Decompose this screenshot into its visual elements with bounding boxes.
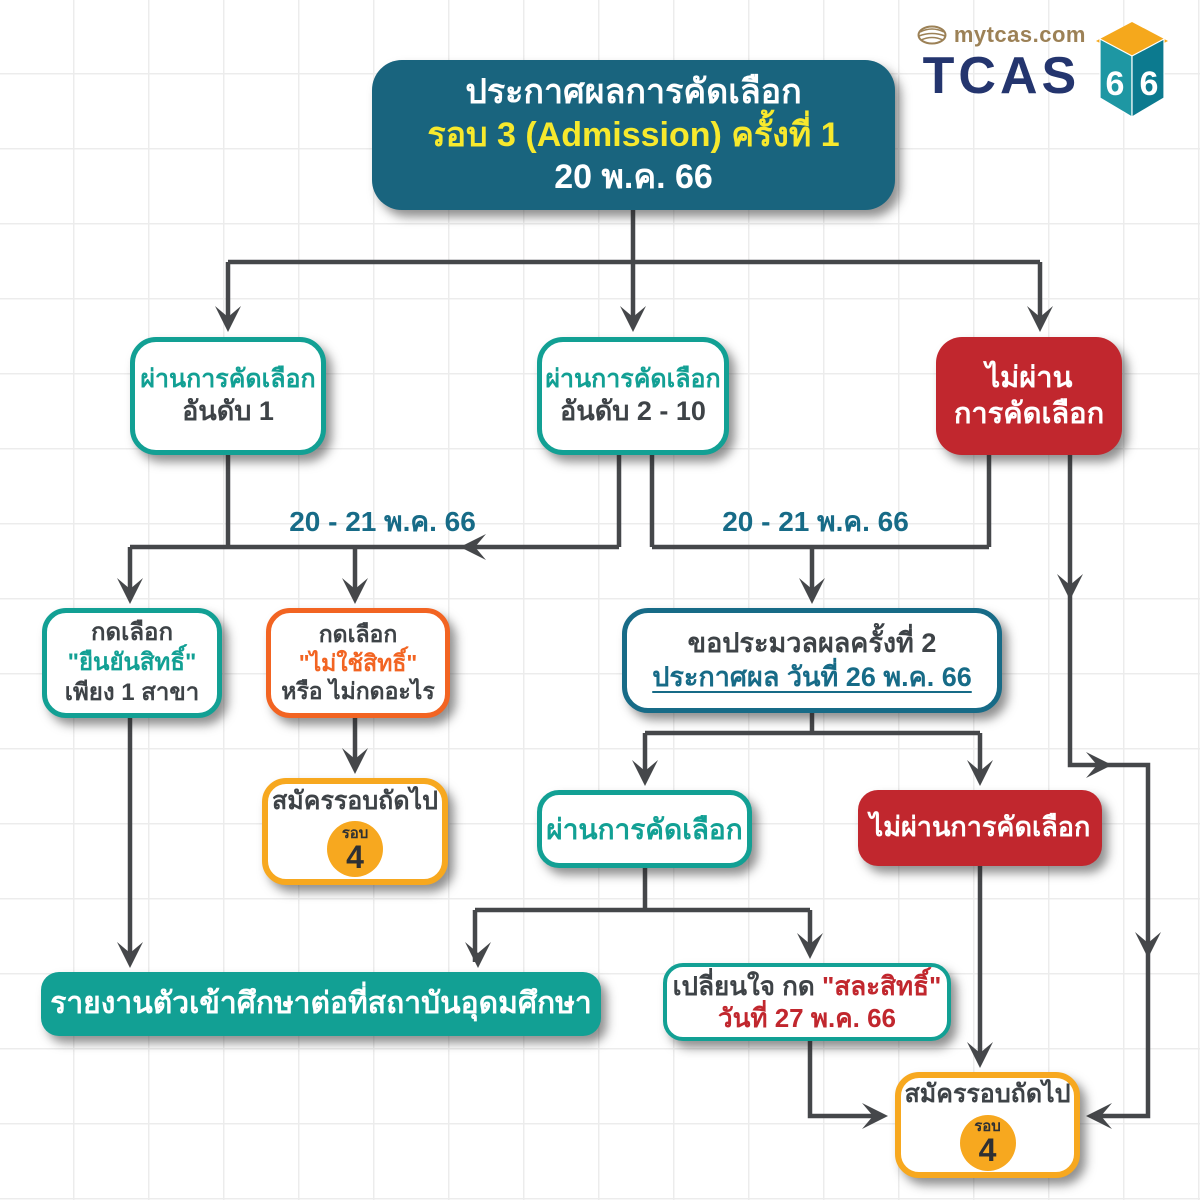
mytcas-site-label: mytcas.com — [953, 22, 1086, 47]
node-pass-round2: ผ่านการคัดเลือก — [537, 790, 752, 868]
pass-round2-label: ผ่านการคัดเลือก — [546, 813, 743, 845]
confirm-line3: เพียง 1 สาขา — [64, 679, 200, 706]
not-pass-round2-label: ไม่ผ่านการคัดเลือก — [869, 812, 1091, 843]
confirm-line2: "ยืนยันสิทธิ์" — [67, 649, 197, 676]
apply-next-round-1-label: สมัครรอบถัดไป — [271, 786, 438, 815]
change-mind-line2: วันที่ 27 พ.ค. 66 — [717, 1003, 896, 1033]
apply-next-round-2-label: สมัครรอบถัดไป — [904, 1080, 1071, 1109]
pass-rank1-line1: ผ่านการคัดเลือก — [140, 364, 316, 393]
confirm-line1: กดเลือก — [91, 619, 173, 646]
title-node: ประกาศผลการคัดเลือก รอบ 3 (Admission) คร… — [372, 60, 895, 210]
node-not-pass-round2: ไม่ผ่านการคัดเลือก — [858, 790, 1102, 866]
round-4-circle-1: รอบ 4 — [327, 821, 383, 878]
title-line1: ประกาศผลการคัดเลือก — [465, 73, 802, 112]
tcas-brand-text: TCAS — [922, 47, 1081, 105]
round-4-circle-2: รอบ 4 — [959, 1114, 1016, 1171]
decline-line2: "ไม่ใช้สิทธิ์" — [298, 649, 418, 676]
badge-digit-right: 6 — [1140, 65, 1159, 103]
node-not-pass: ไม่ผ่าน การคัดเลือก — [936, 337, 1122, 455]
round-number-2: 4 — [978, 1132, 997, 1169]
edge-label-right-date: 20 - 21 พ.ค. 66 — [722, 506, 909, 537]
change-mind-highlight: "สละสิทธิ์" — [822, 970, 942, 1001]
node-confirm-right: กดเลือก "ยืนยันสิทธิ์" เพียง 1 สาขา — [42, 608, 222, 718]
mytcas-site-row: mytcas.com — [917, 22, 1086, 48]
round-word-1: รอบ — [341, 824, 369, 842]
node-pass-rank1: ผ่านการคัดเลือก อันดับ 1 — [130, 337, 326, 455]
mytcas-eye-icon — [917, 25, 947, 45]
badge-digit-left: 6 — [1106, 65, 1125, 103]
node-apply-next-round-1: สมัครรอบถัดไป รอบ 4 — [262, 778, 448, 885]
node-apply-next-round-2: สมัครรอบถัดไป รอบ 4 — [895, 1072, 1080, 1178]
decline-line3: หรือ ไม่กดอะไร — [281, 678, 435, 705]
reprocess-line2: ประกาศผล วันที่ 26 พ.ค. 66 — [652, 661, 972, 692]
tcas-66-badge: 6 6 — [1096, 22, 1168, 118]
change-mind-line1: เปลี่ยนใจ กด "สละสิทธิ์" — [673, 970, 942, 1003]
node-report-to-university: รายงานตัวเข้าศึกษาต่อที่สถาบันอุดมศึกษา — [41, 972, 601, 1036]
node-reprocess: ขอประมวลผลครั้งที่ 2 ประกาศผล วันที่ 26 … — [622, 608, 1002, 713]
node-pass-rank2-10: ผ่านการคัดเลือก อันดับ 2 - 10 — [537, 337, 729, 455]
change-mind-prefix: เปลี่ยนใจ กด — [672, 970, 823, 1001]
round-word-2: รอบ — [974, 1118, 1001, 1136]
title-line3: 20 พ.ค. 66 — [554, 158, 713, 197]
tcas-logo: mytcas.com TCAS 6 6 — [917, 22, 1168, 118]
title-line2: รอบ 3 (Admission) ครั้งที่ 1 — [427, 115, 840, 154]
pass-rank1-line2: อันดับ 1 — [182, 395, 274, 426]
edge-label-left-date: 20 - 21 พ.ค. 66 — [289, 506, 476, 537]
not-pass-line2: การคัดเลือก — [953, 398, 1105, 430]
node-change-mind: เปลี่ยนใจ กด "สละสิทธิ์" วันที่ 27 พ.ค. … — [663, 963, 951, 1041]
not-pass-line1: ไม่ผ่าน — [985, 361, 1073, 394]
node-decline-right: กดเลือก "ไม่ใช้สิทธิ์" หรือ ไม่กดอะไร — [266, 608, 450, 718]
report-label: รายงานตัวเข้าศึกษาต่อที่สถาบันอุดมศึกษา — [50, 987, 592, 1021]
pass-rank2-10-line1: ผ่านการคัดเลือก — [545, 364, 721, 393]
decline-line1: กดเลือก — [318, 620, 398, 647]
pass-rank2-10-line2: อันดับ 2 - 10 — [560, 395, 706, 426]
round-number-1: 4 — [346, 838, 364, 875]
reprocess-line1: ขอประมวลผลครั้งที่ 2 — [687, 627, 937, 658]
